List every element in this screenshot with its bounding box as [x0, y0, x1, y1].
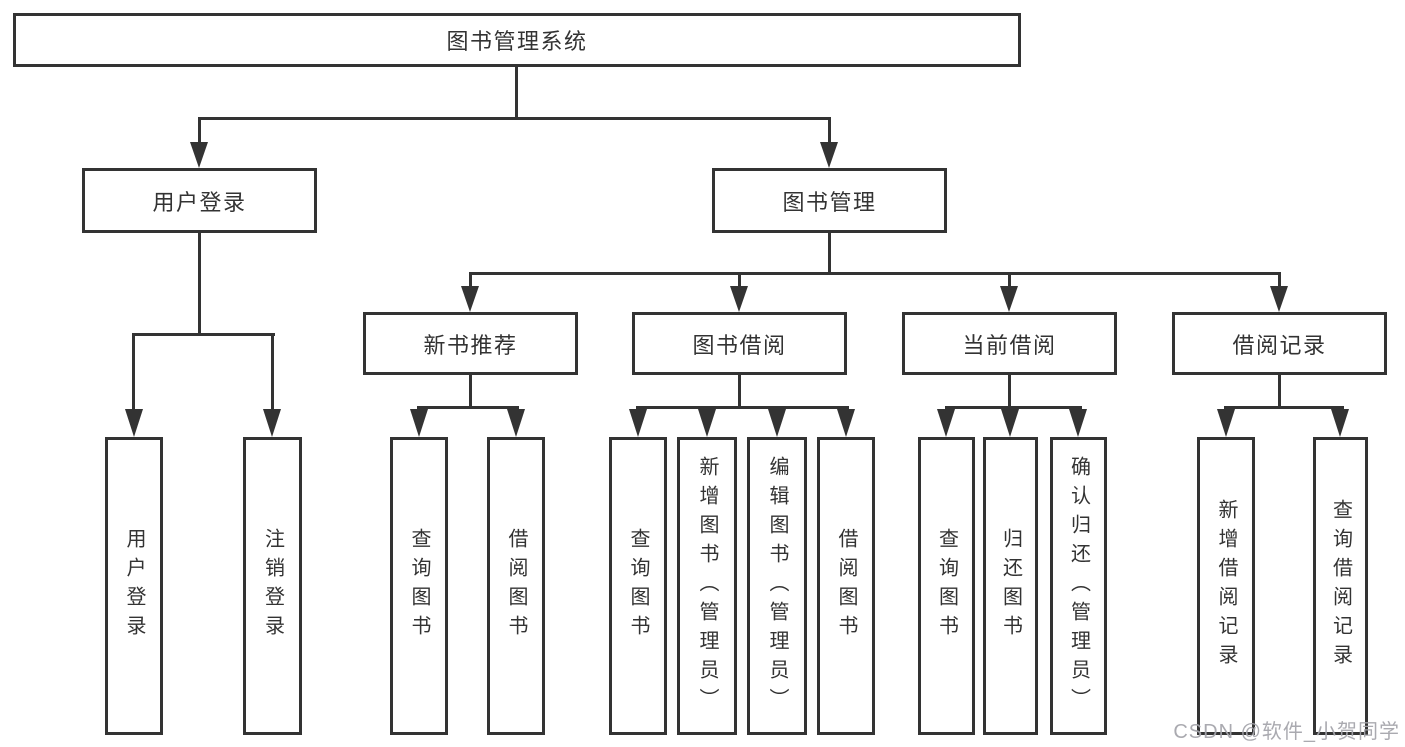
connector-line — [271, 333, 274, 411]
arrowhead-down-icon — [190, 142, 208, 168]
leaf-newbook-query-label: 查询图书 — [408, 528, 430, 644]
node-book-management-label: 图书管理 — [782, 189, 877, 215]
connector-line — [1278, 272, 1281, 288]
node-book-borrow-label: 图书借阅 — [692, 332, 787, 358]
arrowhead-down-icon — [410, 409, 428, 437]
leaf-newbook-query: 查询图书 — [390, 437, 448, 735]
leaf-logout-label: 注销登录 — [261, 528, 284, 644]
connector-line — [417, 406, 519, 409]
connector-line — [1008, 375, 1011, 408]
connector-line — [738, 272, 741, 288]
arrowhead-down-icon — [1001, 409, 1019, 437]
connector-line — [132, 333, 275, 336]
arrowhead-down-icon — [1217, 409, 1235, 437]
leaf-current-return: 归还图书 — [983, 437, 1038, 735]
leaf-borrow-edit: 编辑图书（管理员） — [747, 437, 807, 735]
connector-line — [636, 406, 849, 409]
leaf-record-add: 新增借阅记录 — [1197, 437, 1255, 735]
connector-line — [738, 375, 741, 408]
node-book-management: 图书管理 — [712, 168, 947, 233]
leaf-newbook-borrow: 借阅图书 — [487, 437, 545, 735]
arrowhead-down-icon — [768, 409, 786, 437]
arrowhead-down-icon — [820, 142, 838, 168]
arrowhead-down-icon — [1270, 286, 1288, 312]
arrowhead-down-icon — [698, 409, 716, 437]
leaf-user-login: 用户登录 — [105, 437, 163, 735]
connector-line — [469, 272, 472, 288]
connector-line — [828, 117, 831, 144]
node-current-borrow: 当前借阅 — [902, 312, 1117, 375]
arrowhead-down-icon — [837, 409, 855, 437]
leaf-borrow-add-label: 新增图书（管理员） — [696, 455, 718, 717]
leaf-borrow-add: 新增图书（管理员） — [677, 437, 737, 735]
connector-line — [515, 67, 518, 119]
connector-line — [198, 117, 831, 120]
arrowhead-down-icon — [1331, 409, 1349, 437]
arrowhead-down-icon — [461, 286, 479, 312]
connector-line — [1278, 375, 1281, 408]
arrowhead-down-icon — [730, 286, 748, 312]
node-current-borrow-label: 当前借阅 — [962, 332, 1057, 358]
leaf-record-query-label: 查询借阅记录 — [1329, 499, 1352, 673]
connector-line — [828, 233, 831, 274]
connector-line — [198, 117, 201, 144]
watermark: CSDN @软件_小贺同学 — [1173, 721, 1400, 743]
node-borrow-record: 借阅记录 — [1172, 312, 1387, 375]
arrowhead-down-icon — [1069, 409, 1087, 437]
leaf-current-confirm: 确认归还（管理员） — [1050, 437, 1107, 735]
node-user-login-label: 用户登录 — [152, 189, 247, 215]
node-book-borrow: 图书借阅 — [632, 312, 847, 375]
connector-line — [132, 333, 135, 411]
connector-line — [198, 233, 201, 335]
arrowhead-down-icon — [125, 409, 143, 437]
connector-line — [469, 272, 1281, 275]
connector-line — [1008, 272, 1011, 288]
leaf-record-query: 查询借阅记录 — [1313, 437, 1368, 735]
connector-line — [945, 406, 1082, 409]
leaf-borrow-book-label: 借阅图书 — [835, 528, 857, 644]
node-user-login: 用户登录 — [82, 168, 317, 233]
node-root: 图书管理系统 — [13, 13, 1021, 67]
arrowhead-down-icon — [1000, 286, 1018, 312]
leaf-record-add-label: 新增借阅记录 — [1215, 499, 1237, 673]
node-borrow-record-label: 借阅记录 — [1232, 332, 1327, 358]
leaf-current-return-label: 归还图书 — [999, 528, 1022, 644]
arrowhead-down-icon — [629, 409, 647, 437]
connector-line — [469, 375, 472, 408]
leaf-borrow-query: 查询图书 — [609, 437, 667, 735]
connector-line — [1224, 406, 1344, 409]
leaf-borrow-query-label: 查询图书 — [627, 528, 649, 644]
arrowhead-down-icon — [507, 409, 525, 437]
leaf-current-confirm-label: 确认归还（管理员） — [1067, 455, 1090, 717]
arrowhead-down-icon — [937, 409, 955, 437]
leaf-borrow-book: 借阅图书 — [817, 437, 875, 735]
leaf-borrow-edit-label: 编辑图书（管理员） — [766, 455, 788, 717]
leaf-current-query: 查询图书 — [918, 437, 975, 735]
leaf-logout: 注销登录 — [243, 437, 302, 735]
node-root-label: 图书管理系统 — [446, 29, 588, 54]
arrowhead-down-icon — [263, 409, 281, 437]
leaf-user-login-label: 用户登录 — [123, 528, 145, 644]
leaf-newbook-borrow-label: 借阅图书 — [505, 528, 527, 644]
node-new-book-recommend-label: 新书推荐 — [423, 332, 518, 358]
leaf-current-query-label: 查询图书 — [935, 528, 958, 644]
node-new-book-recommend: 新书推荐 — [363, 312, 578, 375]
